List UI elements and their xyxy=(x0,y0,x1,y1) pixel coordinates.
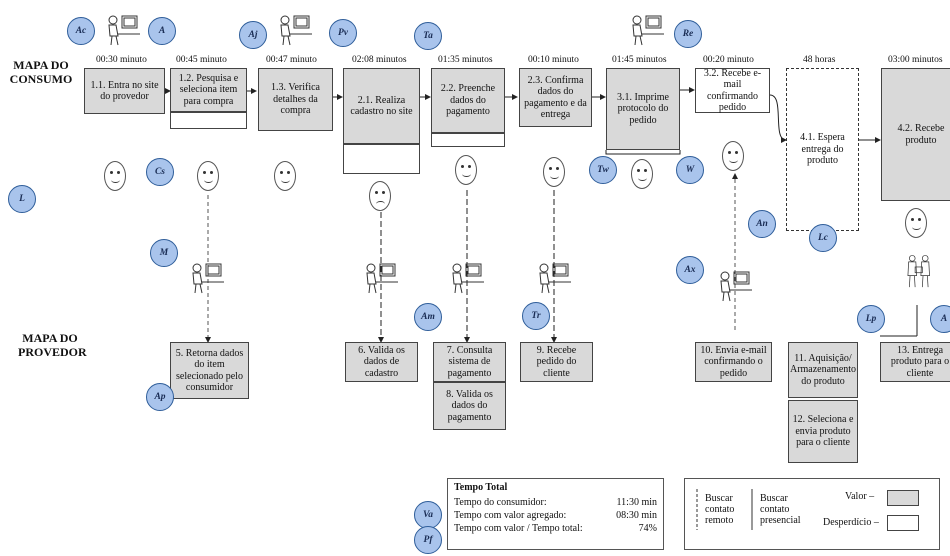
legend-waste-label: Desperdício – xyxy=(823,517,879,528)
callout-a: A xyxy=(148,17,176,45)
callout-ax: Ax xyxy=(676,256,704,284)
callout-tw: Tw xyxy=(589,156,617,184)
step-7: 7. Consulta sistema de pagamento xyxy=(433,342,506,382)
step-1-2-waste xyxy=(170,112,247,129)
callout-am: Am xyxy=(414,303,442,331)
callout-aj: Aj xyxy=(239,21,267,49)
consumer-map-label: MAPA DO CONSUMO xyxy=(9,58,73,86)
step-2-1: 2.1. Realiza cadastro no site xyxy=(343,68,420,144)
callout-w: W xyxy=(676,156,704,184)
callout-ap: Ap xyxy=(146,383,174,411)
happy-face-icon xyxy=(631,159,653,189)
callout-pv: Pv xyxy=(329,19,357,47)
step-1-1: 1.1. Entra no site do provedor xyxy=(84,68,165,114)
step-1-3: 1.3. Verifica detalhes da compra xyxy=(258,68,333,131)
step-4-2: 4.2. Recebe produto xyxy=(881,68,950,201)
step-3-1: 3.1. Imprime protocolo do pedido xyxy=(606,68,680,150)
step-2-3: 2.3. Confirma dados do pagamento e da en… xyxy=(519,68,592,127)
time-label: 01:45 minutos xyxy=(612,55,667,65)
happy-face-icon xyxy=(905,208,927,238)
time-label: 00:45 minuto xyxy=(176,55,227,65)
callout-ac: Ac xyxy=(67,17,95,45)
step-1-2: 1.2. Pesquisa e seleciona item para comp… xyxy=(170,68,247,112)
computer-user-icon xyxy=(539,263,571,294)
legend-value-swatch xyxy=(887,490,919,506)
total-time-label: Tempo do consumidor: xyxy=(454,497,547,508)
callout-cs: Cs xyxy=(146,158,174,186)
legend-panel: Buscar contato remoto Buscar contato pre… xyxy=(684,478,940,550)
total-time-row: Tempo com valor / Tempo total: 74% xyxy=(454,523,657,534)
step-2-2-waste xyxy=(431,133,505,147)
total-time-label: Tempo com valor agregado: xyxy=(454,510,567,521)
total-time-row: Tempo com valor agregado: 08:30 min xyxy=(454,510,657,521)
computer-user-icon xyxy=(366,263,398,294)
callout-lp: Lp xyxy=(857,305,885,333)
total-time-value: 08:30 min xyxy=(616,510,657,521)
time-label: 00:30 minuto xyxy=(96,55,147,65)
callout-l: L xyxy=(8,185,36,213)
time-label: 01:35 minutos xyxy=(438,55,493,65)
neutral-face-icon xyxy=(369,181,391,211)
time-label: 00:47 minuto xyxy=(266,55,317,65)
total-time-panel: Tempo Total Tempo do consumidor: 11:30 m… xyxy=(447,478,664,550)
happy-face-icon xyxy=(274,161,296,191)
total-time-value: 11:30 min xyxy=(616,497,657,508)
computer-user-icon xyxy=(452,263,484,294)
step-12: 12. Seleciona e envia produto para o cli… xyxy=(788,400,858,463)
step-9: 9. Recebe pedido do cliente xyxy=(520,342,593,382)
time-label: 03:00 minutos xyxy=(888,55,943,65)
computer-user-icon xyxy=(280,15,312,46)
computer-user-icon xyxy=(108,15,140,46)
legend-remote-label: Buscar contato remoto xyxy=(705,493,735,526)
time-label: 02:08 minutos xyxy=(352,55,407,65)
step-3-2: 3.2. Recebe e-mail confirmando pedido xyxy=(695,68,770,113)
time-label: 00:10 minuto xyxy=(528,55,579,65)
time-label: 00:20 minuto xyxy=(703,55,754,65)
provider-map-label: MAPA DO PROVEDOR xyxy=(18,331,87,359)
step-8: 8. Valida os dados do pagamento xyxy=(433,382,506,430)
computer-user-icon xyxy=(632,15,664,46)
callout-re: Re xyxy=(674,20,702,48)
callout-m: M xyxy=(150,239,178,267)
legend-value-label: Valor – xyxy=(845,491,875,502)
step-5: 5. Retorna dados do item selecionado pel… xyxy=(170,342,249,399)
step-6: 6. Valida os dados de cadastro xyxy=(345,342,418,382)
total-time-label: Tempo com valor / Tempo total: xyxy=(454,523,583,534)
callout-lc: Lc xyxy=(809,224,837,252)
total-time-value: 74% xyxy=(638,523,657,534)
delivery-people-icon xyxy=(907,255,930,288)
step-2-1-waste xyxy=(343,144,420,174)
callout-a2: A xyxy=(930,305,950,333)
step-2-2: 2.2. Preenche dados do pagamento xyxy=(431,68,505,133)
step-11: 11. Aquisição/ Armazenamento do produto xyxy=(788,342,858,398)
happy-face-icon xyxy=(197,161,219,191)
callout-ta: Ta xyxy=(414,22,442,50)
legend-waste-swatch xyxy=(887,515,919,531)
legend-in-person-label: Buscar contato presencial xyxy=(760,493,801,526)
callout-tr: Tr xyxy=(522,302,550,330)
computer-user-icon xyxy=(192,263,224,294)
total-time-title: Tempo Total xyxy=(454,482,508,493)
total-time-row: Tempo do consumidor: 11:30 min xyxy=(454,497,657,508)
callout-pf: Pf xyxy=(414,526,442,554)
callout-va: Va xyxy=(414,501,442,529)
happy-face-icon xyxy=(722,141,744,171)
step-13: 13. Entrega produto para o cliente xyxy=(880,342,950,382)
computer-user-icon xyxy=(720,271,752,302)
step-10: 10. Envia e-mail confirmando o pedido xyxy=(695,342,772,382)
happy-face-icon xyxy=(104,161,126,191)
callout-an: An xyxy=(748,210,776,238)
happy-face-icon xyxy=(455,155,477,185)
time-label: 48 horas xyxy=(803,55,836,65)
happy-face-icon xyxy=(543,157,565,187)
step-4-1: 4.1. Espera entrega do produto xyxy=(786,68,859,231)
